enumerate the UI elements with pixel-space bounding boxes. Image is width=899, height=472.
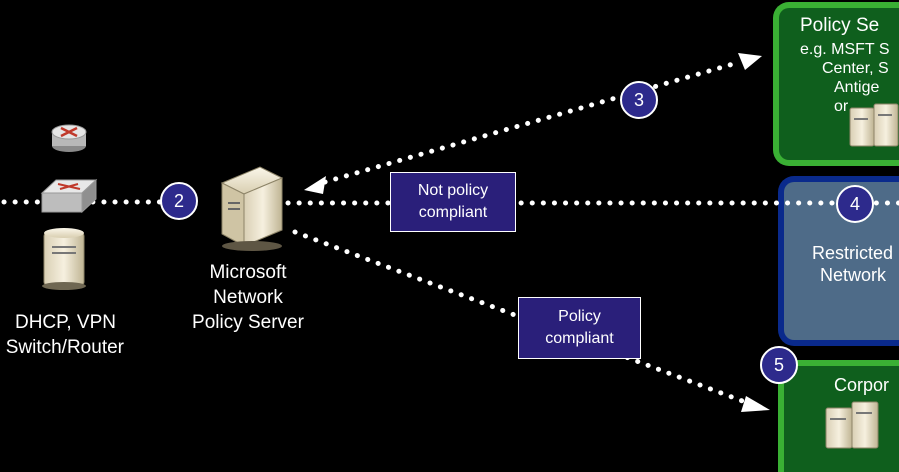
link-to-policy-servers	[322, 59, 743, 185]
arrowhead-policy-servers	[738, 53, 762, 70]
not-compliant-box: Not policy compliant	[390, 172, 516, 232]
policy-servers-details: e.g. MSFT S Center, S Antige or	[796, 40, 899, 116]
corporate-servers-icon	[825, 401, 879, 449]
policy-servers-line4: Antige	[834, 79, 880, 96]
nps-server-icon	[220, 166, 284, 251]
nps-label-line2: Network	[213, 287, 283, 308]
switch-icon	[40, 178, 98, 214]
step-4-badge: 4	[836, 185, 874, 223]
restricted-network-text: Restricted Network	[812, 242, 893, 286]
left-label-line1: DHCP, VPN	[14, 312, 116, 333]
nps-label-line1: Microsoft	[209, 262, 287, 283]
router-icon	[51, 124, 87, 152]
left-label-line2: Switch/Router	[5, 337, 124, 358]
nps-label-line3: Policy Server	[192, 312, 304, 333]
arrowhead-corporate	[741, 396, 770, 412]
policy-servers-panel	[773, 2, 899, 166]
not-compliant-line1: Not policy	[417, 182, 489, 199]
restricted-line1: Restricted	[812, 243, 894, 263]
compliant-line2: compliant	[545, 330, 614, 347]
not-compliant-line2: compliant	[418, 204, 488, 221]
dhcp-server-icon	[42, 228, 86, 290]
left-device-label: DHCP, VPN Switch/Router	[0, 310, 124, 360]
policy-servers-line5: or	[834, 98, 849, 115]
step-2-badge: 2	[160, 182, 198, 220]
arrowhead-nps	[304, 176, 326, 194]
policy-servers-line3: Center, S	[822, 60, 889, 77]
policy-servers-line2: e.g. MSFT S	[800, 41, 890, 58]
step-3-badge: 3	[620, 81, 658, 119]
link-to-corporate	[292, 229, 748, 405]
policy-servers-text: Policy Se	[800, 14, 899, 38]
policy-servers-line1: Policy Se	[800, 15, 880, 36]
policy-servers-icon	[849, 103, 899, 147]
restricted-line2: Network	[820, 265, 887, 285]
corporate-line1: Corpor	[834, 375, 890, 395]
compliant-line1: Policy	[558, 308, 601, 325]
compliant-box: Policy compliant	[518, 297, 641, 359]
step-5-badge: 5	[760, 346, 798, 384]
corporate-network-text: Corpor	[834, 374, 889, 396]
nps-label: Microsoft Network Policy Server	[183, 260, 313, 335]
